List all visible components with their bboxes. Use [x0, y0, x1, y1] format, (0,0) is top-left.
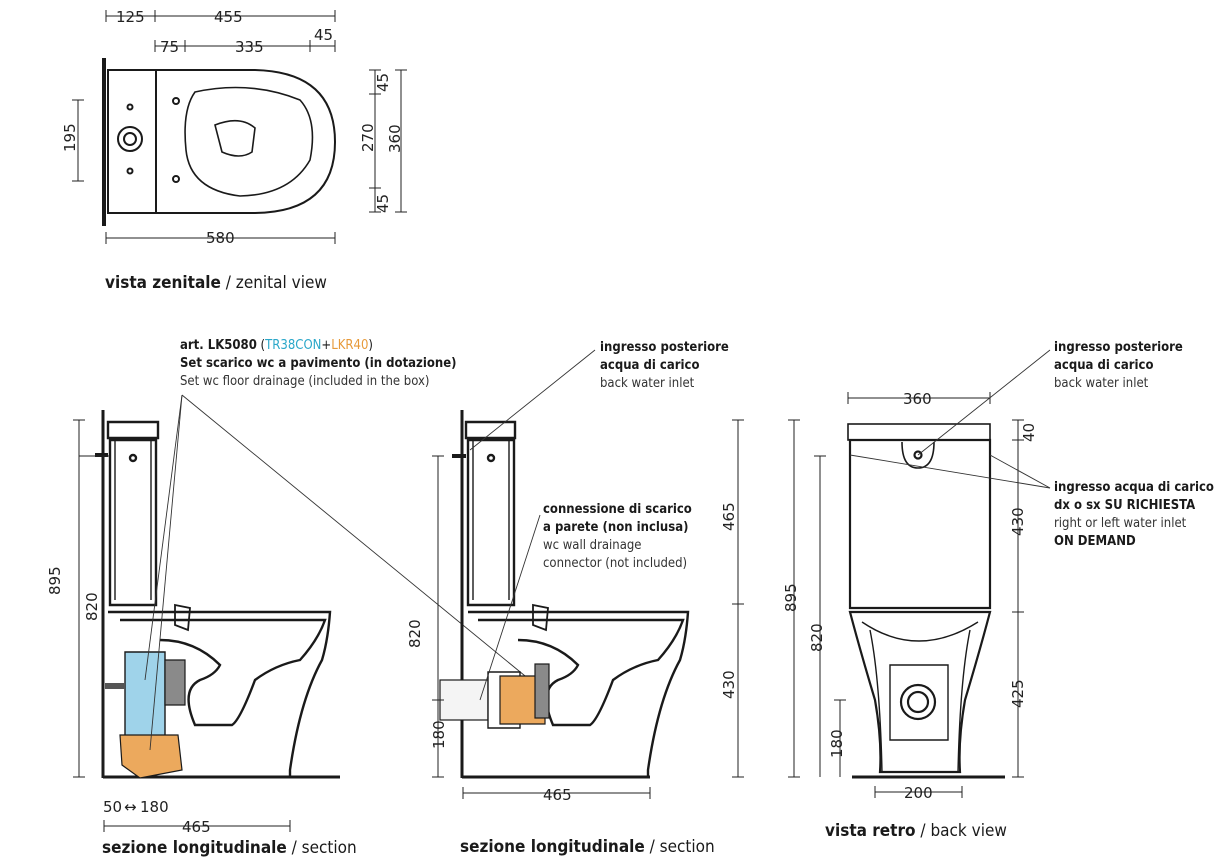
caption-separator: /: [286, 838, 302, 858]
section2-caption-it: sezione longitudinale: [460, 837, 645, 857]
connector-flange-grey: [534, 663, 550, 719]
wall-connector-note: connessione di scarico a parete (non inc…: [543, 501, 692, 573]
dim-arrow: ↔: [124, 798, 137, 816]
sec2-inlet-note: ingresso posteriore acqua di carico back…: [600, 339, 729, 393]
code-close: ): [368, 338, 373, 353]
section2-caption: sezione longitudinale / section: [460, 837, 715, 857]
dim-430-sec2: 430: [720, 670, 738, 699]
section2-drawing: [452, 410, 690, 779]
inlet-it-1: ingresso posteriore: [600, 340, 729, 355]
drain-flange-grey: [164, 659, 186, 706]
side-inlet-on-request: SU RICHIESTA: [1104, 498, 1196, 513]
dim-820-sec2: 820: [406, 619, 424, 648]
section1-drain-set: [105, 651, 186, 779]
connector-orange: [499, 675, 546, 725]
dim-820-back: 820: [808, 623, 826, 652]
drain-set-en: Set wc floor drainage (included in the b…: [180, 374, 430, 389]
top-view-caption: vista zenitale / zenital view: [105, 273, 327, 293]
side-inlet-it-2a: dx o sx: [1054, 498, 1105, 513]
back-view-drawing: [847, 423, 1005, 779]
dim-465-vertical: 465: [720, 502, 738, 531]
dim-895-sec1: 895: [46, 566, 64, 595]
back-inlet-en: back water inlet: [1054, 376, 1149, 391]
side-inlet-en-1: right or left water inlet: [1054, 516, 1187, 531]
dim-820-sec1: 820: [83, 592, 101, 621]
dim-195: 195: [61, 123, 79, 152]
section1-leader-lines: [144, 394, 531, 751]
section1-caption: sezione longitudinale / section: [102, 838, 357, 858]
conn-en-2: connector (not included): [543, 556, 688, 571]
dim-895-back: 895: [782, 583, 800, 612]
dim-465-sec1: 465: [182, 818, 211, 836]
code-lkr40: LKR40: [331, 338, 369, 353]
dim-45-upper: 45: [374, 73, 392, 92]
dim-40: 40: [1020, 423, 1038, 442]
back-view-caption-en: back view: [930, 821, 1007, 841]
conn-it-1: connessione di scarico: [543, 502, 692, 517]
dim-180-back: 180: [828, 729, 846, 758]
top-view-dimension-lines: [72, 10, 407, 244]
drain-set-note: art. LK5080 (TR38CON+LKR40) Set scarico …: [180, 337, 457, 391]
inlet-it-2: acqua di carico: [600, 358, 700, 373]
top-view-drawing: [102, 58, 337, 226]
dim-45-top: 45: [314, 26, 333, 44]
back-inlet-it-1: ingresso posteriore: [1054, 340, 1183, 355]
dim-180-sec1: 180: [140, 798, 169, 816]
drain-set-it: Set scarico wc a pavimento (in dotazione…: [180, 356, 457, 371]
caption-separator: /: [915, 821, 931, 841]
section1-caption-en: section: [301, 838, 357, 858]
back-view-leader-lines: [849, 349, 1051, 489]
dim-200: 200: [904, 784, 933, 802]
dim-45-lower: 45: [374, 194, 392, 213]
top-view-dimension-labels: 125 455 75 335 45 580 195 45 270 360 45: [61, 8, 404, 247]
section1-dimension-lines: [73, 419, 291, 832]
side-inlet-it-1: ingresso acqua di carico: [1054, 480, 1214, 495]
section2-connector: [439, 663, 550, 729]
top-view-caption-en: zenital view: [235, 273, 327, 293]
dim-425: 425: [1009, 679, 1027, 708]
code-open: (: [256, 338, 266, 353]
dim-335: 335: [235, 38, 264, 56]
dim-430-back: 430: [1009, 507, 1027, 536]
caption-separator: /: [644, 837, 660, 857]
section2-dimension-labels: 820 180 465 430 465: [406, 502, 738, 804]
section2-dimension-lines: [432, 419, 744, 799]
article-number: art. LK5080: [180, 338, 257, 353]
dim-125: 125: [116, 8, 145, 26]
side-inlet-on-demand: ON DEMAND: [1054, 534, 1136, 549]
dim-180-sec2: 180: [430, 720, 448, 749]
inlet-en: back water inlet: [600, 376, 695, 391]
back-inlet-note: ingresso posteriore acqua di carico back…: [1054, 339, 1183, 393]
back-view-caption-it: vista retro: [825, 821, 916, 841]
conn-it-2: a parete (non inclusa): [543, 520, 689, 535]
back-view-caption: vista retro / back view: [825, 821, 1007, 841]
conn-en-1: wc wall drainage: [543, 538, 642, 553]
dim-75: 75: [160, 38, 179, 56]
code-tr38con: TR38CON: [265, 338, 322, 353]
dim-360: 360: [386, 124, 404, 153]
dim-580: 580: [206, 229, 235, 247]
section1-caption-it: sezione longitudinale: [102, 838, 287, 858]
dim-465-horizontal: 465: [543, 786, 572, 804]
section1-dimension-labels: 895 820 50 ↔ 180 465: [46, 566, 211, 836]
wall-pipe: [439, 679, 489, 721]
caption-separator: /: [220, 273, 236, 293]
dim-270: 270: [359, 123, 377, 152]
side-inlet-note: ingresso acqua di carico dx o sx SU RICH…: [1054, 479, 1214, 551]
section2-caption-en: section: [659, 837, 715, 857]
section2-leader-lines: [469, 349, 596, 701]
code-plus: +: [321, 338, 332, 353]
dim-360-back: 360: [903, 390, 932, 408]
back-inlet-it-2: acqua di carico: [1054, 358, 1154, 373]
top-view-caption-it: vista zenitale: [105, 273, 221, 293]
drain-pipe-blue: [124, 651, 166, 741]
dim-455: 455: [214, 8, 243, 26]
drain-elbow-orange: [119, 734, 183, 779]
back-view-dimension-labels: 360 40 430 425 895 820 180 200: [782, 390, 1038, 802]
back-view-dimension-lines: [788, 392, 1024, 798]
dim-50: 50: [103, 798, 122, 816]
